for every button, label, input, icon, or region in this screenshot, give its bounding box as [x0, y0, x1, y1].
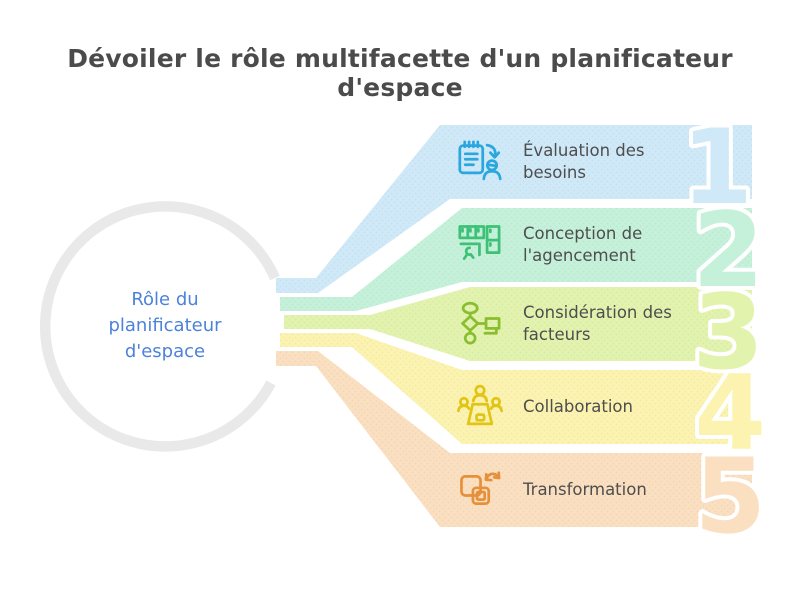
band-1-texture — [276, 125, 752, 293]
band-4-texture — [280, 333, 752, 444]
step-label-4-line1: Collaboration — [523, 397, 633, 416]
step-label-4: Collaboration — [523, 396, 633, 418]
swap-squares-icon — [460, 471, 501, 505]
page-title: Dévoiler le rôle multifacette d'un plani… — [67, 44, 733, 102]
step-row-1: Évaluation des besoins — [442, 125, 747, 199]
step-label-1: Évaluation des besoins — [523, 140, 645, 184]
clipboard-user-icon — [458, 140, 502, 181]
flowchart-icon — [461, 301, 501, 345]
step-label-1-line1: Évaluation des — [523, 141, 645, 160]
step-number-5: 5 — [694, 437, 766, 557]
step-number-2: 2 — [692, 191, 764, 311]
step-label-2: Conception de l'agencement — [523, 223, 642, 267]
step-row-4: Collaboration — [442, 370, 747, 444]
band-3-texture — [284, 287, 752, 361]
step-label-3-line2: facteurs — [523, 325, 591, 344]
step-number-1: 1 — [681, 108, 753, 228]
step-row-2: Conception de l'agencement — [442, 208, 747, 282]
furniture-layout-icon — [458, 225, 501, 260]
step-label-1-line2: besoins — [523, 163, 586, 182]
center-label-line3: d'espace — [124, 341, 206, 362]
step-number-3: 3 — [692, 273, 764, 393]
center-label-line2: planificateur — [108, 315, 222, 336]
step-number-4: 4 — [694, 354, 766, 474]
step-label-2-line1: Conception de — [523, 224, 643, 243]
center-circle-ring — [39, 201, 280, 452]
band-2-texture — [280, 208, 752, 311]
step-row-5: Transformation — [442, 453, 747, 527]
meeting-people-icon — [457, 384, 503, 426]
step-label-5-line1: Transformation — [523, 480, 647, 499]
step-row-3: Considération des facteurs — [442, 287, 747, 361]
step-label-3-line1: Considération des — [523, 303, 672, 322]
center-circle-label: Rôle du planificateur d'espace — [70, 287, 260, 365]
center-label-line1: Rôle du — [131, 289, 199, 310]
band-5-texture — [276, 351, 752, 527]
step-label-3: Considération des facteurs — [523, 302, 672, 346]
step-label-5: Transformation — [523, 479, 647, 501]
step-label-2-line2: l'agencement — [523, 246, 636, 265]
